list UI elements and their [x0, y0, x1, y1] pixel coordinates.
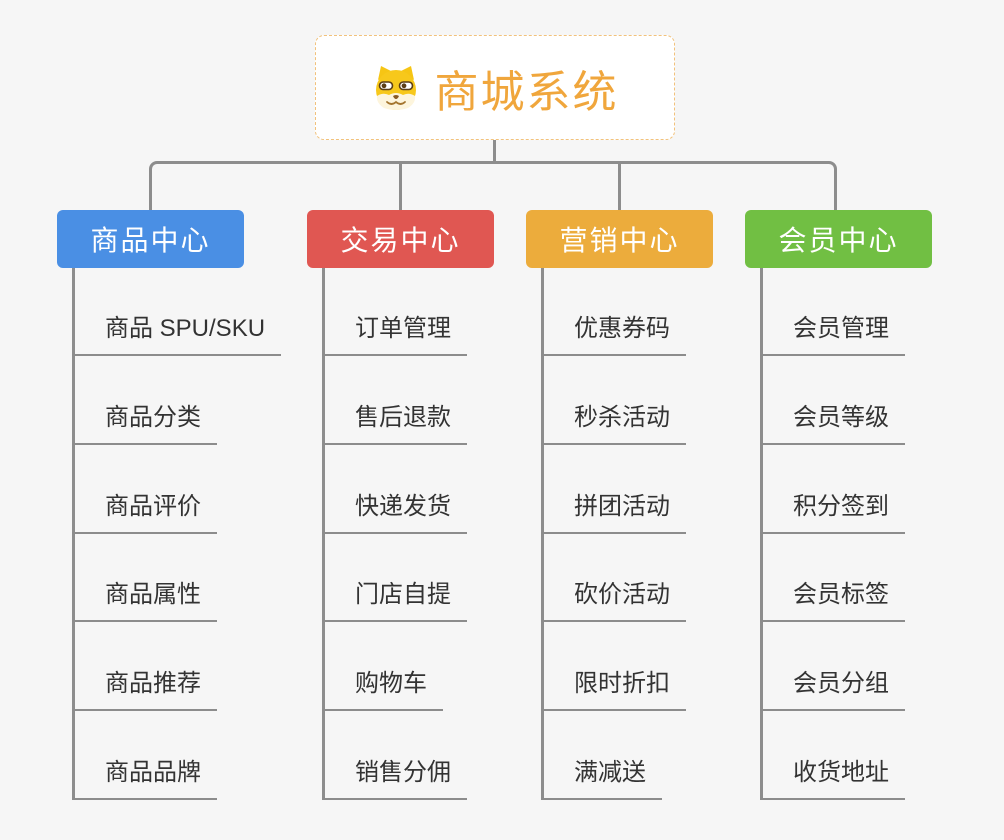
branch-label: 交易中心	[340, 225, 461, 256]
leaf-node[interactable]: 商品属性	[72, 576, 217, 622]
leaf-node[interactable]: 商品分类	[72, 399, 217, 445]
leaf-node[interactable]: 积分签到	[760, 488, 905, 534]
root-title: 商城系统	[434, 67, 619, 117]
leaf-node[interactable]: 会员等级	[760, 399, 905, 445]
leaf-node[interactable]: 商品 SPU/SKU	[72, 310, 282, 356]
branch-label: 会员中心	[778, 225, 899, 256]
leaf-node[interactable]: 商品推荐	[72, 665, 217, 711]
branch-node-marketing[interactable]: 营销中心	[526, 210, 713, 268]
branch-node-trade[interactable]: 交易中心	[307, 210, 494, 268]
leaf-node[interactable]: 快递发货	[322, 488, 467, 534]
leaf-node[interactable]: 门店自提	[322, 576, 467, 622]
leaf-node[interactable]: 秒杀活动	[541, 399, 686, 445]
leaf-node[interactable]: 会员管理	[760, 310, 905, 356]
branch-label: 营销中心	[559, 225, 680, 256]
leaf-node[interactable]: 限时折扣	[541, 665, 686, 711]
leaf-node[interactable]: 订单管理	[322, 310, 467, 356]
leaf-node[interactable]: 拼团活动	[541, 488, 686, 534]
leaf-node[interactable]: 满减送	[541, 754, 662, 800]
leaf-node[interactable]: 优惠券码	[541, 310, 686, 356]
connector-spine-member	[760, 268, 763, 800]
leaf-node[interactable]: 商品品牌	[72, 754, 217, 800]
leaf-node[interactable]: 会员分组	[760, 665, 905, 711]
connector-drop-trade	[399, 163, 402, 210]
connector-spine-marketing	[541, 268, 544, 800]
connector-spine-product	[72, 268, 75, 800]
connector-spine-trade	[322, 268, 325, 800]
root-node[interactable]: 商城系统	[315, 35, 675, 140]
branch-node-member[interactable]: 会员中心	[745, 210, 932, 268]
leaf-node[interactable]: 商品评价	[72, 488, 217, 534]
leaf-node[interactable]: 收货地址	[760, 754, 905, 800]
branch-label: 商品中心	[90, 225, 211, 256]
connector-drop-marketing	[618, 163, 621, 210]
leaf-node[interactable]: 购物车	[322, 665, 443, 711]
leaf-node[interactable]: 售后退款	[322, 399, 467, 445]
leaf-node[interactable]: 砍价活动	[541, 576, 686, 622]
branch-node-product[interactable]: 商品中心	[57, 210, 244, 268]
leaf-node[interactable]: 会员标签	[760, 576, 905, 622]
leaf-node[interactable]: 销售分佣	[322, 754, 467, 800]
dog-face-icon	[372, 65, 420, 111]
connector-root-stub	[493, 139, 496, 163]
connector-bus	[149, 161, 837, 210]
